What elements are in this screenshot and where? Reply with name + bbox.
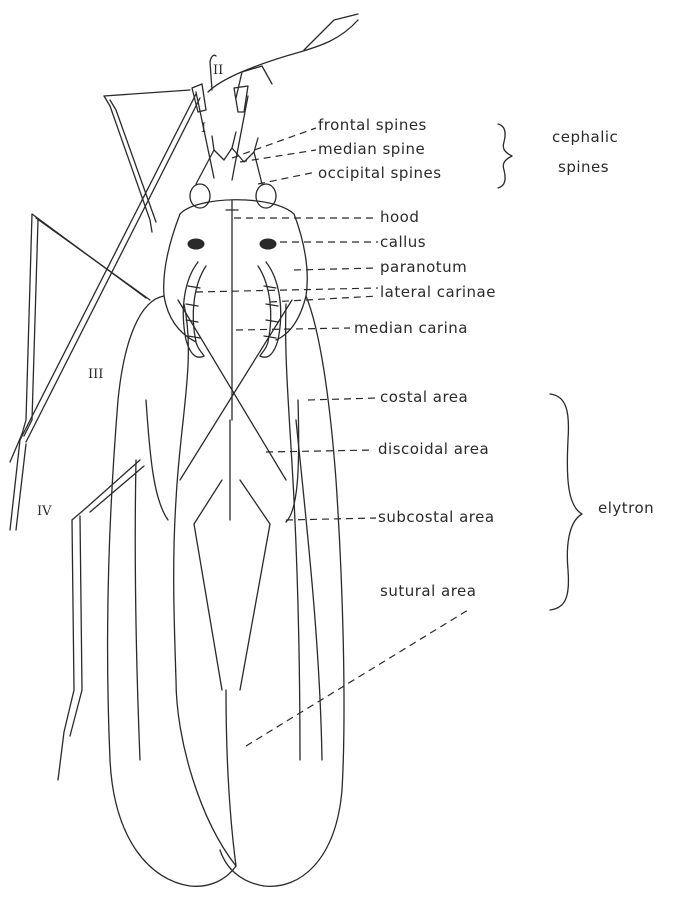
label-spines: spines [558, 160, 609, 175]
label-cephalic: cephalic [552, 130, 618, 145]
label-occipital-spines: occipital spines [318, 166, 442, 181]
label-subcostal-area: subcostal area [378, 510, 495, 525]
segment-numeral-iv: IV [37, 505, 52, 518]
label-paranotum: paranotum [380, 260, 467, 275]
segment-numeral-iii: III [88, 368, 103, 381]
braces [498, 124, 582, 610]
head-and-hood [164, 132, 308, 420]
label-median-spine: median spine [318, 142, 425, 157]
label-discoidal-area: discoidal area [378, 442, 489, 457]
label-costal-area: costal area [380, 390, 468, 405]
label-sutural-area: sutural area [380, 584, 476, 599]
label-callus: callus [380, 235, 426, 250]
label-lateral-carinae: lateral carinae [380, 285, 496, 300]
legs [10, 90, 200, 780]
label-hood: hood [380, 210, 419, 225]
label-elytron: elytron [598, 501, 654, 516]
label-median-carina: median carina [354, 321, 468, 336]
segment-numeral-i: I [201, 122, 206, 135]
label-frontal-spines: frontal spines [318, 118, 427, 133]
elytra [108, 296, 344, 886]
segment-numeral-ii: II [213, 64, 223, 77]
